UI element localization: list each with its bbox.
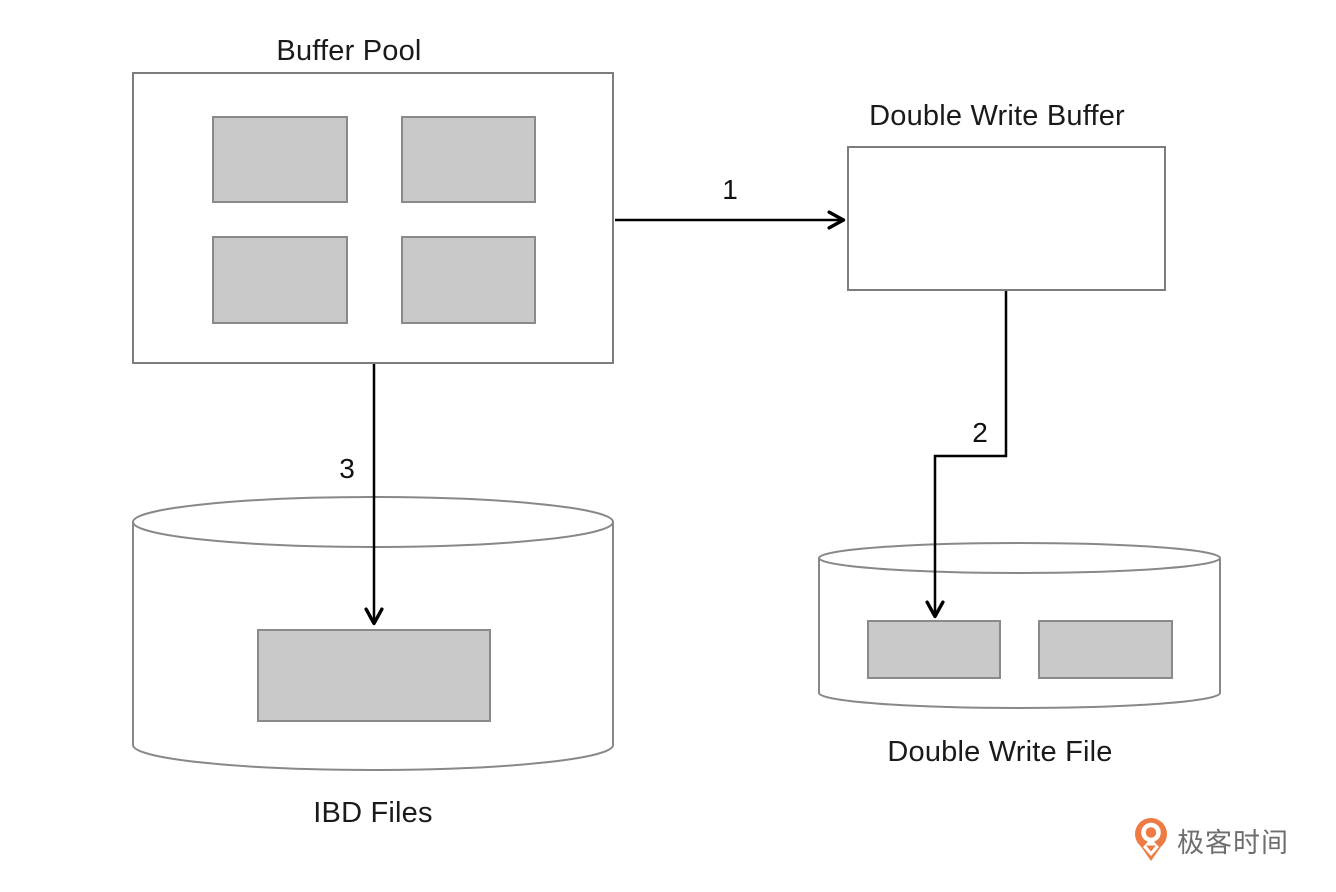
geektime-pin-icon bbox=[1135, 818, 1167, 861]
ibd-file-page bbox=[257, 629, 491, 722]
geektime-logo-text: 极客时间 bbox=[1177, 827, 1289, 858]
arrow-step2 bbox=[925, 291, 1008, 619]
buffer-pool-page bbox=[212, 116, 348, 203]
double-write-file-page bbox=[867, 620, 1001, 679]
ibd-files-label: IBD Files bbox=[313, 797, 433, 829]
step2-number: 2 bbox=[972, 417, 988, 448]
step1-number: 1 bbox=[722, 174, 738, 205]
step3-number: 3 bbox=[339, 453, 355, 484]
buffer-pool-page bbox=[401, 236, 536, 324]
double-write-buffer-box bbox=[847, 146, 1166, 291]
buffer-pool-page bbox=[212, 236, 348, 324]
buffer-pool-box bbox=[132, 72, 614, 364]
buffer-pool-label: Buffer Pool bbox=[276, 35, 422, 67]
double-write-file-label: Double Write File bbox=[887, 736, 1113, 768]
double-write-buffer-label: Double Write Buffer bbox=[869, 100, 1125, 132]
buffer-pool-page bbox=[401, 116, 536, 203]
double-write-file-page bbox=[1038, 620, 1173, 679]
geektime-logo: 极客时间 bbox=[1133, 817, 1289, 863]
